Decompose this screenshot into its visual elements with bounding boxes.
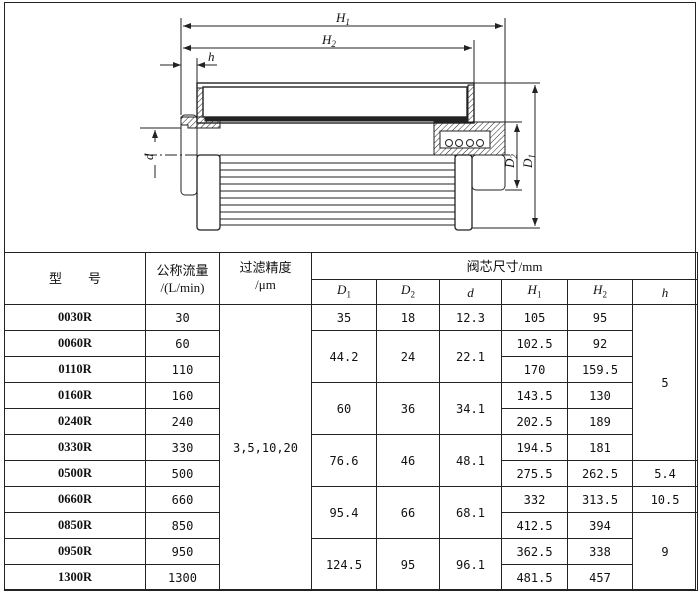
d-cell: 22.1	[439, 330, 502, 383]
D2-cell: 46	[376, 434, 440, 487]
flow-cell: 330	[145, 434, 220, 461]
D1-cell: 35	[311, 304, 377, 331]
header-D1: D1	[311, 279, 377, 305]
filter-element-drawing: H1 H2 h d D2 D1	[140, 10, 540, 231]
H2-cell: 189	[567, 408, 633, 435]
D1-cell: 95.4	[311, 486, 377, 539]
d-cell: 34.1	[439, 382, 502, 435]
flow-cell: 500	[145, 460, 220, 487]
d-cell: 48.1	[439, 434, 502, 487]
H1-cell: 362.5	[501, 538, 568, 565]
header-flow: 公称流量/(L/min)	[145, 252, 220, 305]
h-cell: 10.5	[631, 486, 699, 513]
label-D1: D1	[520, 154, 537, 169]
D2-cell: 24	[376, 330, 440, 383]
H1-cell: 102.5	[501, 330, 568, 357]
h-cell: 5.4	[631, 460, 699, 487]
flow-cell: 850	[145, 512, 220, 539]
flow-cell: 950	[145, 538, 220, 565]
H2-cell: 159.5	[567, 356, 633, 383]
model-cell: 0660R	[4, 486, 146, 513]
flow-cell: 660	[145, 486, 220, 513]
label-H2: H2	[321, 32, 336, 49]
H1-cell: 481.5	[501, 564, 568, 591]
h-cell: 5	[631, 304, 699, 461]
H1-cell: 202.5	[501, 408, 568, 435]
D2-cell: 66	[376, 486, 440, 539]
model-cell: 0060R	[4, 330, 146, 357]
D2-cell: 36	[376, 382, 440, 435]
h-cell: 9	[631, 512, 699, 591]
label-h: h	[208, 49, 215, 64]
flow-cell: 1300	[145, 564, 220, 591]
label-H1: H1	[335, 10, 350, 27]
H1-cell: 412.5	[501, 512, 568, 539]
model-cell: 0110R	[4, 356, 146, 383]
D1-cell: 44.2	[311, 330, 377, 383]
H2-cell: 338	[567, 538, 633, 565]
H1-cell: 275.5	[501, 460, 568, 487]
flow-cell: 110	[145, 356, 220, 383]
header-H2: H2	[567, 279, 633, 305]
H1-cell: 143.5	[501, 382, 568, 409]
D1-cell: 76.6	[311, 434, 377, 487]
model-cell: 0160R	[4, 382, 146, 409]
header-dims: 阀芯尺寸/mm	[310, 252, 699, 280]
label-d: d	[141, 153, 156, 160]
model-cell: 0030R	[4, 304, 146, 331]
model-cell: 1300R	[4, 564, 146, 591]
H2-cell: 313.5	[567, 486, 633, 513]
D1-cell: 124.5	[311, 538, 377, 591]
model-cell: 0240R	[4, 408, 146, 435]
H2-cell: 394	[567, 512, 633, 539]
H1-cell: 105	[501, 304, 568, 331]
d-cell: 12.3	[439, 304, 502, 331]
H2-cell: 262.5	[567, 460, 633, 487]
H2-cell: 181	[567, 434, 633, 461]
flow-cell: 240	[145, 408, 220, 435]
precision-cell: 3,5,10,20	[219, 304, 312, 591]
H1-cell: 170	[501, 356, 568, 383]
header-precision: 过滤精度/μm	[219, 252, 312, 305]
H2-cell: 457	[567, 564, 633, 591]
header-H1: H1	[501, 279, 568, 305]
label-D2: D2	[502, 154, 519, 169]
filter-spec-table: 型 号 公称流量/(L/min) 过滤精度/μm 阀芯尺寸/mm D1 D2 d…	[4, 252, 699, 591]
D1-cell: 60	[311, 382, 377, 435]
header-h: h	[631, 279, 699, 305]
d-cell: 68.1	[439, 486, 502, 539]
header-model: 型 号	[4, 252, 146, 305]
D2-cell: 18	[376, 304, 440, 331]
d-cell: 96.1	[439, 538, 502, 591]
flow-cell: 30	[145, 304, 220, 331]
H1-cell: 332	[501, 486, 568, 513]
model-cell: 0950R	[4, 538, 146, 565]
header-d: d	[439, 279, 502, 305]
D2-cell: 95	[376, 538, 440, 591]
H2-cell: 130	[567, 382, 633, 409]
header-D2: D2	[376, 279, 440, 305]
flow-cell: 60	[145, 330, 220, 357]
model-cell: 0330R	[4, 434, 146, 461]
flow-cell: 160	[145, 382, 220, 409]
H2-cell: 92	[567, 330, 633, 357]
model-cell: 0500R	[4, 460, 146, 487]
H2-cell: 95	[567, 304, 633, 331]
H1-cell: 194.5	[501, 434, 568, 461]
model-cell: 0850R	[4, 512, 146, 539]
